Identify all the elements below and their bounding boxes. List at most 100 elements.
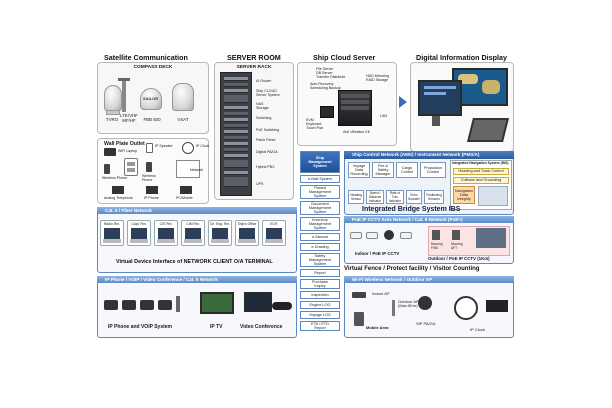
wall-device-laptop: WiFi Laptop [118, 149, 138, 153]
cloud-feature-1: DB Server [316, 71, 333, 75]
map-land-shape-2 [482, 80, 500, 94]
monitor-stand [432, 116, 440, 126]
ipphone-label-voip: IP Phone and VOIP System [108, 324, 173, 330]
terminal-capt-room[interactable]: Capt. Rm. [127, 220, 151, 246]
wifi-label-sip: SIP PA/GA [416, 321, 436, 326]
ipphone-label-conference: Video Conference [240, 324, 283, 330]
lte-mast-icon [122, 78, 126, 112]
menu-purchase[interactable]: Purchase Inquiry [300, 279, 340, 289]
menu-emanual[interactable]: e-Manual [300, 233, 340, 241]
kvm-monitor-icon [320, 106, 334, 118]
ctrl-sub-heading: Heading Sensor [348, 190, 364, 204]
wall-plate-title: Wall Plate Outlet [104, 141, 145, 147]
terminal-ecr[interactable]: ECR [262, 220, 286, 246]
fence-title: Virtual Fence / Protect facility / Visit… [344, 266, 480, 272]
ins-console-icon [478, 186, 508, 206]
control-network-header: Ship Control Network (AMS) / Instrument … [344, 151, 514, 159]
menu-inventory-mgmt[interactable]: Inventory Management System [300, 217, 340, 231]
voip-phone-3-icon [140, 300, 154, 310]
ctrl-cargo: Cargo Control [396, 162, 418, 178]
cctv-cam-3-icon [400, 232, 412, 239]
ibs-title: Integrated Bridge System IBS [362, 206, 461, 213]
voip-phone-2-icon [122, 300, 136, 310]
wifi-header: Wi-Fi Wireless Network / Outdoor AP [344, 276, 514, 283]
menu-inspection[interactable]: Inspection [300, 291, 340, 299]
server-rack-title: SERVER RACK [236, 65, 272, 70]
menu-planned-mgmt[interactable]: Planed Management System [300, 185, 340, 199]
cloud-feature-4: Scheduling Backup [310, 86, 341, 90]
ins-title: Integrated Navigation System (INS) [452, 161, 509, 165]
chart-screen-line [424, 86, 456, 89]
terminal-radio-room[interactable]: Radio Rm. [100, 220, 124, 246]
terminal-label: Radio Rm. [103, 222, 121, 226]
cloud-lan-label: LAN [380, 114, 387, 118]
terminal-label: Capt. Rm. [131, 222, 147, 226]
ip-clock-icon [182, 142, 194, 154]
menu-voyage-log[interactable]: Voyage LOG [300, 311, 340, 319]
terminal-label: C/E Rm. [159, 222, 173, 226]
rack-label-patch: Patch Panel [256, 138, 276, 142]
menu-safety-mgmt[interactable]: Safety Management System [300, 253, 340, 267]
cloud-peripheral-0: KVM [306, 118, 314, 122]
cloud-peripheral-2: Touch Pad [306, 126, 323, 130]
menu-report[interactable]: Report [300, 269, 340, 277]
wall-device-wphone-2: Wireless Phone [142, 174, 156, 183]
terminal-label: Ch. Eng. Rm. [209, 222, 231, 226]
wifi-label-outdoor: Outdoor AP (Max.5Km) [398, 299, 419, 309]
wall-device-clock: IP Clock [196, 144, 210, 148]
wall-device-analog: Analog Telephone [104, 196, 133, 200]
menu-email[interactable]: e-Mail System [300, 175, 340, 183]
tvro-antenna-icon [104, 85, 122, 111]
ctrl-propulsion: Propulsion Control [420, 162, 446, 178]
cctv-dome-icon [384, 230, 394, 240]
terminal-ships-office[interactable]: Ship's Office [235, 220, 259, 246]
mooring-aft: Mooring AFT [451, 242, 463, 251]
rack-label-pa: Digital PA/GA [256, 150, 278, 154]
server-drive-bay-2 [341, 100, 369, 104]
terminal-ce-room[interactable]: C/E Rm. [154, 220, 178, 246]
cctv-indoor-label: Indoor / PoE IP CCTV [355, 251, 400, 256]
display-section-title: Digital Information Display [416, 53, 508, 62]
voip-handset-icon [176, 296, 180, 312]
cloud-section-title: Ship Cloud Server [313, 53, 376, 62]
rack-label-router: AI Router [256, 79, 272, 83]
voip-phone-1-icon [104, 300, 118, 310]
rack-label-poe: PoE Switching [256, 128, 280, 132]
ctrl-sub-echo: Echo Sounder [406, 190, 422, 204]
cctv-cam-1-icon [350, 232, 362, 239]
ins-collision: Collision and Grounding [453, 177, 509, 184]
rack-label-cloud: Ship CLOUD Server System [256, 89, 280, 97]
terminal-cim-room[interactable]: CIM Rm. [181, 220, 205, 246]
cloud-feature-3: Auto Recovery [310, 82, 334, 86]
outdoor-cam-1-icon [432, 230, 440, 240]
fbb500-dome-icon [140, 88, 162, 110]
voip-phone-4-icon [158, 300, 172, 310]
wifi-label-indoor: Indoor AP [372, 291, 390, 296]
terminal-cheng-room[interactable]: Ch. Eng. Rm. [208, 220, 232, 246]
sailor-logo: SAILOR [143, 96, 159, 101]
chart-screen-line-2 [424, 92, 446, 95]
outlet-port-2 [127, 168, 135, 172]
wireless-phone-icon [104, 164, 110, 174]
menu-edrawing[interactable]: e-Drawing [300, 243, 340, 251]
rack-label-ups: UPS [256, 182, 264, 186]
vdi-title: Virtual Device Interface of NETWORK CLIE… [116, 259, 273, 265]
server-rack-cabinet [220, 72, 252, 196]
antenna-label-vsat: VSAT [177, 117, 189, 122]
cloud-feature-right-0: HDD Mirroring [366, 74, 389, 78]
cloud-feature-right-1: RAID Storage [366, 78, 389, 82]
wifi-label-ipclock: IP Clock [470, 327, 485, 332]
ship-photo-icon [476, 228, 506, 248]
ipphone-label-iptv: IP TV [210, 324, 223, 330]
menu-engine-log[interactable]: Engine LOG [300, 301, 340, 309]
ctrl-fire-safety: Fire & Safety Manager [372, 162, 394, 178]
tvro-base [106, 110, 120, 115]
menu-eta-etd[interactable]: ETA / ETD Report [300, 321, 340, 331]
menu-document-mgmt[interactable]: Document Management System [300, 201, 340, 215]
antenna-label-fbb: FBB 500 [143, 117, 161, 122]
tablet-icon [467, 118, 509, 142]
cloud-feature-0: File Server [316, 67, 334, 71]
wireless-phone-2-icon [146, 162, 152, 172]
ctrl-sub-speed: Speed / Distance Indicator [366, 190, 384, 204]
menu-ship-management[interactable]: Ship Management System [300, 151, 340, 173]
